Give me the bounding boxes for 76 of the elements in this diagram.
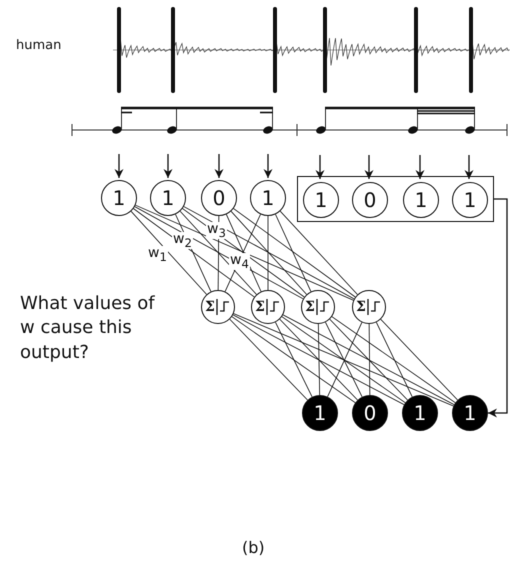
question-text: What values of w cause this output? xyxy=(20,292,155,365)
summation-neuron xyxy=(201,290,235,324)
group-box xyxy=(297,176,494,222)
connection-line xyxy=(233,208,356,298)
connection-line xyxy=(233,313,454,406)
connection-line xyxy=(318,324,320,396)
connection-line xyxy=(329,318,408,400)
digit-label: 0 xyxy=(364,401,376,425)
connection-line xyxy=(232,316,356,404)
output-neuron xyxy=(452,395,488,431)
sigma-symbol: Σ xyxy=(255,299,265,315)
input-arrow xyxy=(264,154,272,178)
digit-label: 1 xyxy=(262,186,274,210)
connection-line xyxy=(275,214,312,292)
input-neuron xyxy=(403,182,439,218)
connection-line xyxy=(229,318,308,400)
connection-line xyxy=(275,322,312,398)
input-arrow xyxy=(364,155,374,179)
figure-caption: (b) xyxy=(242,538,265,557)
input-arrow xyxy=(164,154,172,178)
weight-label: w$_{2}$ xyxy=(172,232,193,250)
connection-line xyxy=(279,318,358,400)
summation-neuron xyxy=(251,290,285,324)
output-neuron xyxy=(302,395,338,431)
digit-label: 0 xyxy=(212,186,226,210)
summation-neuron xyxy=(301,290,335,324)
weight-label: w$_{1}$ xyxy=(147,246,168,264)
sigma-symbol: Σ xyxy=(305,299,315,315)
connection-line xyxy=(368,324,370,396)
weight-label: w$_{4}$ xyxy=(229,253,250,270)
row-label: human xyxy=(16,38,62,53)
sigma-symbol: Σ xyxy=(356,299,366,315)
digit-label: 1 xyxy=(464,188,476,212)
digit-label: 1 xyxy=(464,401,476,425)
summation-neuron xyxy=(352,290,386,324)
sigma-symbol: Σ xyxy=(205,299,215,315)
input-arrow xyxy=(114,154,124,178)
connection-line xyxy=(282,314,454,406)
digit-label: 1 xyxy=(414,188,428,212)
input-neuron xyxy=(303,182,339,218)
output-neuron xyxy=(402,395,438,431)
connection-line xyxy=(175,214,212,292)
connection-line xyxy=(230,210,307,295)
input-arrow xyxy=(316,155,324,179)
connection-line xyxy=(135,204,354,301)
input-neuron xyxy=(452,182,488,218)
output-neuron xyxy=(352,395,388,431)
connection-line xyxy=(280,210,358,295)
connection-line xyxy=(332,316,456,404)
input-arrow xyxy=(214,154,224,178)
connection-line xyxy=(218,216,220,290)
feedback-arrow xyxy=(488,198,508,418)
connection-line xyxy=(380,318,458,400)
connection-line xyxy=(133,208,255,298)
connection-line xyxy=(180,210,257,295)
input-neuron xyxy=(201,180,237,216)
input-arrow xyxy=(416,155,424,179)
digit-label: 1 xyxy=(112,186,126,210)
digit-label: 1 xyxy=(314,188,328,212)
digit-label: 0 xyxy=(364,188,376,212)
weight-label: w$_{3}$ xyxy=(206,222,227,240)
input-arrow xyxy=(464,155,474,179)
connection-line xyxy=(134,206,304,300)
connection-line xyxy=(182,208,305,298)
digit-label: 1 xyxy=(162,186,174,210)
connection-line xyxy=(376,322,413,398)
input-neuron xyxy=(250,180,286,216)
digit-label: 1 xyxy=(414,401,426,425)
connection-line xyxy=(130,210,207,295)
input-neuron xyxy=(150,180,186,216)
connection-line xyxy=(232,314,404,406)
connection-line xyxy=(183,206,354,300)
input-neuron xyxy=(352,182,388,218)
digit-label: 1 xyxy=(314,401,326,425)
input-neuron xyxy=(101,180,137,216)
connection-line xyxy=(282,316,406,404)
